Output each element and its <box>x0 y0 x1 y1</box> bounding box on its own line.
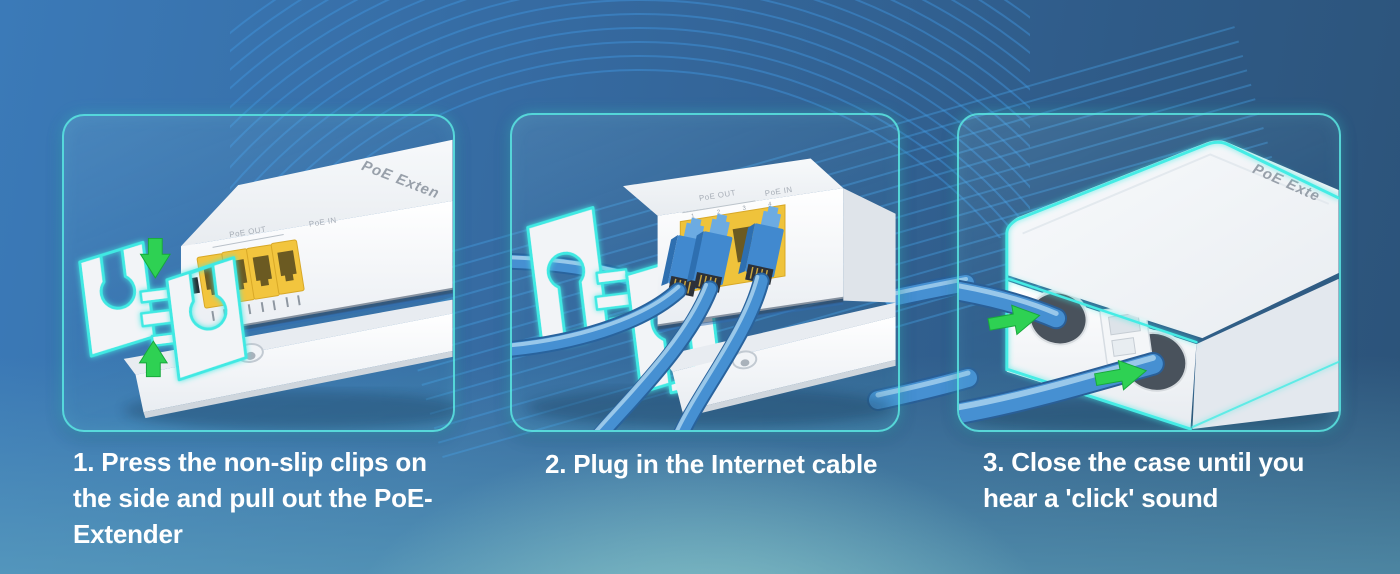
ethernet-cable <box>512 282 687 358</box>
rj45-port <box>270 239 305 308</box>
rj45-port <box>246 244 280 313</box>
port-number: 2 <box>717 210 721 216</box>
step-3-illustration: PoE Exte <box>959 140 1339 430</box>
close-arrow-icon <box>1094 359 1148 391</box>
step-2-illustration: PoE OUT PoE IN 1 2 3 4 <box>512 158 896 430</box>
poe-in-label: PoE IN <box>764 185 793 198</box>
latch-buckle <box>1099 303 1153 366</box>
rj45-plug <box>738 205 784 285</box>
port-number: 1 <box>691 213 695 219</box>
case-glow-outline <box>1005 140 1339 430</box>
step-2-panel: PoE OUT PoE IN 1 2 3 4 <box>510 113 900 432</box>
arc-pattern <box>230 0 1030 238</box>
step-1-caption: 1. Press the non-slip clips on the side … <box>73 447 433 549</box>
step-1-illustration: PoE Exten <box>78 139 453 430</box>
port-number: 3 <box>742 205 747 212</box>
ethernet-cable <box>959 279 1068 330</box>
rj45-plug <box>686 213 733 293</box>
press-down-arrow-icon <box>139 237 172 279</box>
step-3-caption: 3. Close the case until you hear a 'clic… <box>983 447 1305 513</box>
non-slip-clip <box>165 256 248 382</box>
poe-extender-device: PoE Exten <box>180 139 453 344</box>
step-3-panel: PoE Exte <box>957 113 1341 432</box>
step-2-caption: 2. Plug in the Internet cable <box>545 449 878 479</box>
port-number: 4 <box>768 202 773 209</box>
step-1-panel: PoE Exten <box>62 114 455 432</box>
ethernet-cable <box>673 272 770 430</box>
close-arrow-icon <box>987 304 1041 336</box>
ethernet-cable <box>593 280 719 430</box>
poe-in-label: PoE IN <box>308 216 337 229</box>
press-up-arrow-icon <box>138 340 169 378</box>
